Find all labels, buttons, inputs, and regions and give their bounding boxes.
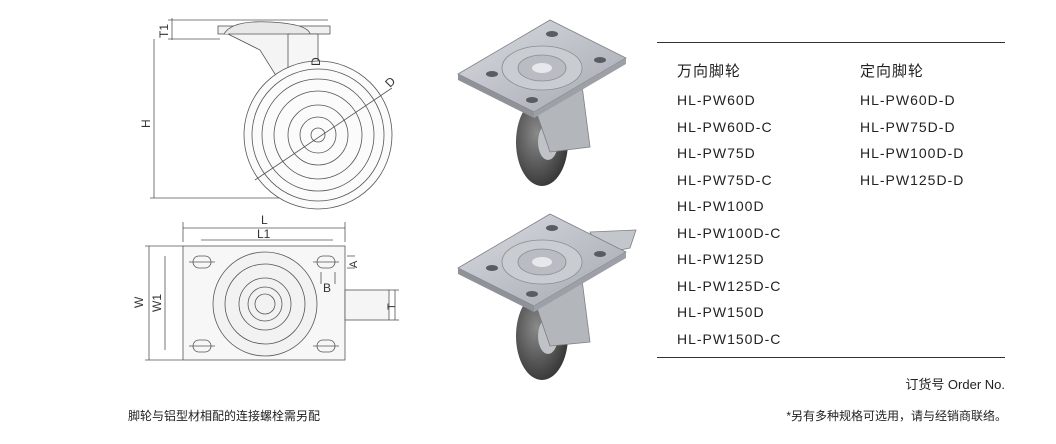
fixed-model: HL-PW100D-D — [860, 145, 965, 161]
swivel-model: HL-PW125D-C — [677, 277, 782, 294]
swivel-model: HL-PW150D-C — [677, 330, 782, 347]
swivel-column: 万向脚轮 HL-PW60D HL-PW60D-C HL-PW75D HL-PW7… — [677, 62, 781, 355]
dim-l1-label: L1 — [257, 227, 271, 241]
dealer-note: *另有多种规格可选用，请与经销商联络。 — [786, 409, 1007, 423]
table-bottom-rule — [657, 357, 1005, 358]
fixed-model: HL-PW60D-D — [860, 92, 956, 108]
swivel-model: HL-PW60D-C — [677, 118, 773, 135]
dim-w1-label: W1 — [150, 294, 164, 312]
dim-t1-label: T1 — [157, 24, 171, 38]
fixed-header: 定向脚轮 — [860, 63, 925, 80]
swivel-model: HL-PW100D — [677, 198, 765, 214]
fixed-model: HL-PW75D-D — [860, 118, 956, 135]
swivel-model: HL-PW60D — [677, 92, 756, 108]
dim-w-label: W — [132, 296, 146, 308]
swivel-header: 万向脚轮 — [677, 63, 742, 80]
table-top-rule — [657, 42, 1005, 43]
brake-caster-image — [457, 213, 637, 380]
swivel-model: HL-PW100D-C — [677, 224, 782, 241]
order-number-label: 订货号 Order No. — [905, 377, 1005, 392]
swivel-model: HL-PW75D-C — [677, 171, 773, 188]
swivel-model: HL-PW75D — [677, 145, 756, 161]
side-view-drawing: T1 D D H — [140, 18, 398, 210]
dim-l-label: L — [261, 213, 268, 227]
dim-t-label: T — [386, 303, 398, 310]
dim-d-plate-label: D — [309, 57, 323, 66]
swivel-model: HL-PW150D — [677, 304, 765, 320]
dim-b-label: B — [323, 281, 331, 295]
dim-d-wheel-label: D — [382, 74, 398, 90]
fixed-column: 定向脚轮 HL-PW60D-D HL-PW75D-D HL-PW100D-D H… — [860, 62, 964, 196]
dim-h-label: H — [140, 119, 153, 128]
swivel-model: HL-PW125D — [677, 251, 765, 267]
swivel-caster-image — [457, 19, 627, 186]
dim-a-label: A — [348, 260, 360, 268]
top-view-drawing: L L1 A B W W1 T — [132, 213, 399, 361]
bolt-note: 脚轮与铝型材相配的连接螺栓需另配 — [128, 409, 321, 423]
fixed-model: HL-PW125D-D — [860, 171, 965, 188]
